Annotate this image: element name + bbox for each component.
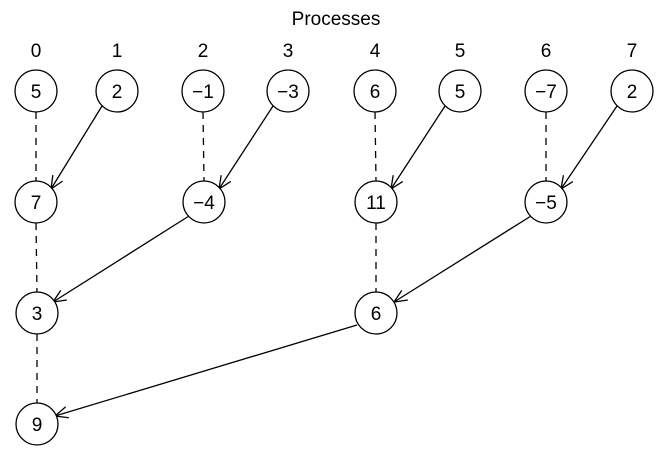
nodes-group: 5 2 −1 −3 6 5 −7 2 7 −4 11 −5 3 6 9 [14, 69, 654, 446]
node-r2c4[interactable]: 6 [354, 291, 398, 335]
carry-6-to-11 [374, 111, 377, 182]
arrow-6-to-9-shaft [54, 324, 358, 417]
node-circle-r1c6[interactable] [524, 180, 568, 224]
node-r1c2[interactable]: −4 [182, 180, 226, 224]
arrow-2-to-7-shaft [50, 105, 103, 190]
node-value-r3c0: 9 [32, 415, 43, 436]
arrow-m5-to-6-shaft [393, 215, 532, 303]
node-circle-r0c5[interactable] [438, 69, 482, 113]
node-circle-r1c2[interactable] [182, 180, 226, 224]
arrow-m3-to-m4-shaft [218, 105, 274, 190]
arrow-2b-to-m5-shaft [560, 105, 618, 190]
arrow-2-to-7 [50, 105, 103, 191]
node-r0c2[interactable]: −1 [181, 69, 225, 113]
node-circle-r0c6[interactable] [524, 69, 568, 113]
node-circle-r0c7[interactable] [610, 69, 654, 113]
node-r0c3[interactable]: −3 [266, 69, 310, 113]
node-circle-r1c4[interactable] [354, 180, 398, 224]
node-circle-r2c0[interactable] [15, 291, 59, 335]
arrow-m4-to-3 [51, 215, 190, 303]
node-r0c4[interactable]: 6 [353, 69, 397, 113]
node-circle-r0c2[interactable] [181, 69, 225, 113]
page-title: Processes [292, 9, 381, 30]
node-circle-r0c3[interactable] [266, 69, 310, 113]
node-value-r0c4: 6 [370, 82, 381, 103]
process-label-6: 6 [541, 41, 552, 62]
node-value-r1c6: −5 [535, 193, 557, 214]
node-value-r0c6: −7 [535, 82, 557, 103]
node-circle-r1c0[interactable] [14, 180, 58, 224]
node-value-r1c4: 11 [366, 193, 386, 214]
node-r0c1[interactable]: 2 [95, 69, 139, 113]
node-r2c0[interactable]: 3 [15, 291, 59, 335]
dashed-edges-group [35, 111, 547, 403]
arrow-5-to-11-shaft [390, 105, 446, 190]
arrow-2b-to-m5 [560, 105, 618, 191]
node-circle-r0c4[interactable] [353, 69, 397, 113]
process-labels-group: 0 1 2 3 4 5 6 7 [31, 41, 638, 62]
process-label-3: 3 [283, 41, 294, 62]
node-value-r0c1: 2 [112, 82, 123, 103]
node-circle-r2c4[interactable] [354, 291, 398, 335]
node-circle-r3c0[interactable] [15, 402, 59, 446]
process-label-5: 5 [455, 41, 466, 62]
node-r0c0[interactable]: 5 [14, 69, 58, 113]
arrow-5-to-11 [390, 105, 446, 191]
node-circle-r0c1[interactable] [95, 69, 139, 113]
node-circle-r0c0[interactable] [14, 69, 58, 113]
arrow-m5-to-6 [392, 215, 532, 303]
node-value-r2c4: 6 [371, 304, 382, 325]
process-label-1: 1 [112, 41, 123, 62]
arrow-edges-group [50, 105, 618, 419]
node-r0c5[interactable]: 5 [438, 69, 482, 113]
node-value-r2c0: 3 [32, 304, 43, 325]
node-r1c0[interactable]: 7 [14, 180, 58, 224]
node-value-r1c0: 7 [31, 193, 42, 214]
process-label-0: 0 [31, 41, 42, 62]
node-value-r0c3: −3 [277, 82, 299, 103]
process-label-4: 4 [370, 41, 381, 62]
node-value-r0c0: 5 [31, 82, 42, 103]
process-label-7: 7 [627, 41, 638, 62]
node-r1c4[interactable]: 11 [354, 180, 398, 224]
node-r0c7[interactable]: 2 [610, 69, 654, 113]
node-r1c6[interactable]: −5 [524, 180, 568, 224]
process-label-2: 2 [198, 41, 209, 62]
node-value-r0c5: 5 [455, 82, 466, 103]
diagram-title-group: Processes [292, 9, 381, 30]
node-value-r0c2: −1 [192, 82, 214, 103]
node-r3c0[interactable]: 9 [15, 402, 59, 446]
arrow-m4-to-3-shaft [52, 215, 190, 303]
node-value-r1c2: −4 [193, 193, 215, 214]
arrow-6-to-9 [53, 324, 358, 419]
node-r0c6[interactable]: −7 [524, 69, 568, 113]
node-value-r0c7: 2 [627, 82, 638, 103]
arrow-m3-to-m4 [218, 105, 274, 191]
carry-m1-to-m4 [202, 111, 205, 182]
carry-7-to-3 [35, 222, 38, 293]
